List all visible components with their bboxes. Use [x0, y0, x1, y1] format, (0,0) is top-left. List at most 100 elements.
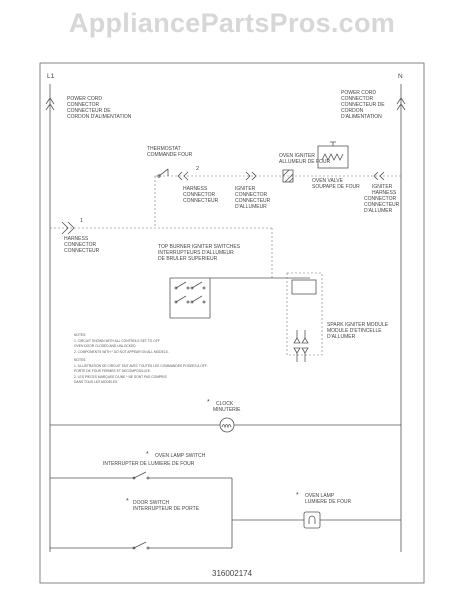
svg-text:IGNITER: IGNITER	[235, 186, 256, 192]
svg-text:TOP BURNER IGNITER SWITCHES: TOP BURNER IGNITER SWITCHES	[158, 244, 241, 250]
harness-connector-left-symbol	[61, 221, 75, 235]
svg-text:1. CIRCUIT SHOWN WITH ALL CON: 1. CIRCUIT SHOWN WITH ALL CONTROLS SET T…	[74, 339, 160, 343]
oven-lamp-asterisk: *	[296, 492, 299, 499]
top-burner-switch-1	[174, 281, 206, 290]
svg-text:DE BRULER SUPERIEUR: DE BRULER SUPERIEUR	[158, 256, 218, 262]
svg-text:CONNECTOR: CONNECTOR	[67, 102, 100, 108]
svg-text:CORDON D'ALIMENTATION: CORDON D'ALIMENTATION	[67, 114, 132, 120]
igniter-harness-connector-label: IGNITER HARNESS CONNECTOR CONNECTEUR D'A…	[364, 184, 400, 214]
svg-text:CONNECTOR: CONNECTOR	[64, 242, 97, 248]
svg-text:MODULE D'ETINCELLE: MODULE D'ETINCELLE	[327, 328, 382, 334]
top-burner-switches-label: TOP BURNER IGNITER SWITCHES INTERRUPTEUR…	[158, 244, 241, 262]
svg-text:CONNECTEUR: CONNECTEUR	[64, 248, 100, 254]
svg-text:OVEN VALVE: OVEN VALVE	[312, 178, 344, 184]
door-switch-asterisk: *	[126, 498, 129, 505]
oven-lamp-filament	[308, 515, 316, 524]
harness-connector-top-symbol	[177, 171, 189, 181]
spark-igniter-module-symbol	[286, 272, 323, 356]
svg-text:CLOCK: CLOCK	[216, 401, 234, 407]
svg-text:CONNECTOR: CONNECTOR	[364, 196, 397, 202]
svg-text:D'ALIMENTATION: D'ALIMENTATION	[341, 114, 382, 120]
part-number: 316002174	[212, 569, 253, 578]
thermostat-contact	[157, 174, 161, 178]
svg-text:2. LES PIECES MARQUEE D'UNE *: 2. LES PIECES MARQUEE D'UNE * NE SONT PA…	[74, 375, 167, 379]
svg-text:PORTE DE FOUR FERMEE ET DECOMP: PORTE DE FOUR FERMEE ET DECOMPOSILLEE.	[74, 369, 151, 373]
svg-text:CONNECTOR: CONNECTOR	[235, 192, 268, 198]
wire-marker-2: 2	[196, 166, 199, 172]
svg-text:DANS TOUS LES MODELES: DANS TOUS LES MODELES	[74, 380, 118, 384]
thermostat-label: THERMOSTAT COMMANDE FOUR	[147, 146, 193, 158]
svg-text:CONNECTEUR: CONNECTEUR	[364, 202, 400, 208]
clock-motor-symbol	[219, 417, 235, 433]
terminal-n: N	[398, 73, 403, 80]
power-cord-label-left: POWER CORD CONNECTOR CONNECTEUR DE CORDO…	[67, 96, 132, 120]
svg-text:IGNITER: IGNITER	[372, 184, 393, 190]
spark-module-terminal-block	[291, 279, 317, 295]
site-watermark: AppliancePartsPros.com	[68, 8, 396, 38]
oven-lamp-symbol	[303, 511, 321, 529]
oven-lamp-switch-symbol	[133, 471, 147, 479]
terminal-l1: L1	[47, 73, 55, 80]
svg-text:OVEN DOOR CLOSED AND UNLOCKED: OVEN DOOR CLOSED AND UNLOCKED	[74, 344, 136, 348]
harness-connector-top-label: HARNESS CONNECTOR CONNECTEUR	[183, 186, 219, 204]
svg-text:CONNECTEUR: CONNECTEUR	[183, 198, 219, 204]
svg-text:HARNESS: HARNESS	[64, 236, 89, 242]
svg-text:SOUPAPE DE FOUR: SOUPAPE DE FOUR	[312, 184, 360, 190]
oven-valve-coil	[321, 141, 344, 161]
svg-text:SPARK IGNITER MODULE: SPARK IGNITER MODULE	[327, 322, 389, 328]
lamp-switch-contact-b	[146, 476, 150, 480]
oven-igniter-hatch	[282, 169, 294, 183]
svg-text:INTERRUPTER DE LUMIERE DE FOUR: INTERRUPTER DE LUMIERE DE FOUR	[103, 461, 195, 467]
oven-lamp-switch-label: OVEN LAMP SWITCH INTERRUPTER DE LUMIERE …	[103, 453, 206, 467]
svg-text:1. ILLUSTRATION DE CIRCUIT FA: 1. ILLUSTRATION DE CIRCUIT FAIT AVEC TOU…	[74, 364, 208, 368]
spark-module-outputs	[293, 330, 309, 362]
lamp-switch-contact-a	[132, 476, 136, 480]
svg-text:OVEN LAMP: OVEN LAMP	[305, 493, 335, 499]
svg-text:OVEN IGNITER: OVEN IGNITER	[279, 153, 315, 159]
svg-text:THERMOSTAT: THERMOSTAT	[147, 146, 181, 152]
svg-text:DOOR SWITCH: DOOR SWITCH	[133, 500, 169, 506]
power-cord-label-right: POWER CORD CONNECTOR CONNECTEUR DE CORDO…	[341, 90, 385, 120]
svg-text:D'ALLUMER: D'ALLUMER	[327, 334, 356, 340]
oven-lamp-label: OVEN LAMP LUMIERE DE FOUR	[305, 493, 352, 505]
diagram-border	[39, 62, 425, 584]
wire-marker-1: 1	[80, 218, 83, 224]
svg-text:OVEN LAMP SWITCH: OVEN LAMP SWITCH	[155, 453, 206, 459]
svg-text:INTERRUPTEUR DE PORTE: INTERRUPTEUR DE PORTE	[133, 506, 200, 512]
svg-text:CONNECTOR: CONNECTOR	[341, 96, 374, 102]
door-switch-contact-a	[132, 546, 136, 550]
door-switch-contact-b	[146, 546, 150, 550]
svg-text:ALLUMEUR DE FOUR: ALLUMEUR DE FOUR	[279, 159, 331, 165]
harness-connector-left-label: HARNESS CONNECTOR CONNECTEUR	[64, 236, 100, 254]
igniter-harness-connector-symbol	[373, 171, 385, 181]
power-cord-arrow-right	[396, 97, 406, 111]
power-cord-arrow-left	[45, 97, 55, 111]
notes-block: NOTES: 1. CIRCUIT SHOWN WITH ALL CONTROL…	[74, 333, 208, 384]
svg-text:D'ALLUMEUR: D'ALLUMEUR	[235, 204, 267, 210]
svg-text:CONNECTEUR: CONNECTEUR	[235, 198, 271, 204]
svg-text:LUMIERE DE FOUR: LUMIERE DE FOUR	[305, 499, 352, 505]
door-switch-symbol	[133, 541, 147, 549]
svg-text:INTERRUPTEURS D'ALLUMEUR: INTERRUPTEURS D'ALLUMEUR	[158, 250, 234, 256]
spark-module-label: SPARK IGNITER MODULE MODULE D'ETINCELLE …	[327, 322, 389, 340]
thermostat-symbol	[158, 168, 169, 177]
svg-text:CORDON: CORDON	[341, 108, 364, 114]
svg-text:NOTES:: NOTES:	[74, 333, 86, 337]
clock-asterisk: *	[207, 399, 210, 406]
door-switch-label: DOOR SWITCH INTERRUPTEUR DE PORTE	[133, 500, 200, 512]
svg-text:HARNESS: HARNESS	[372, 190, 397, 196]
svg-text:MINUTERIE: MINUTERIE	[213, 407, 241, 413]
svg-text:HARNESS: HARNESS	[183, 186, 208, 192]
svg-text:CONNECTEUR DE: CONNECTEUR DE	[67, 108, 111, 114]
oven-igniter-label: OVEN IGNITER ALLUMEUR DE FOUR	[279, 153, 331, 165]
igniter-connector-label: IGNITER CONNECTOR CONNECTEUR D'ALLUMEUR	[235, 186, 271, 210]
svg-text:D'ALLUMER: D'ALLUMER	[364, 208, 393, 214]
svg-text:CONNECTOR: CONNECTOR	[183, 192, 216, 198]
clock-motor-coil	[221, 424, 232, 429]
svg-text:2. COMPONENTS WITH * DO NOT A: 2. COMPONENTS WITH * DO NOT APPEAR ON AL…	[74, 350, 169, 354]
svg-text:POWER CORD: POWER CORD	[341, 90, 376, 96]
svg-text:CONNECTEUR DE: CONNECTEUR DE	[341, 102, 385, 108]
top-burner-switch-2	[174, 295, 206, 304]
svg-text:POWER CORD: POWER CORD	[67, 96, 102, 102]
